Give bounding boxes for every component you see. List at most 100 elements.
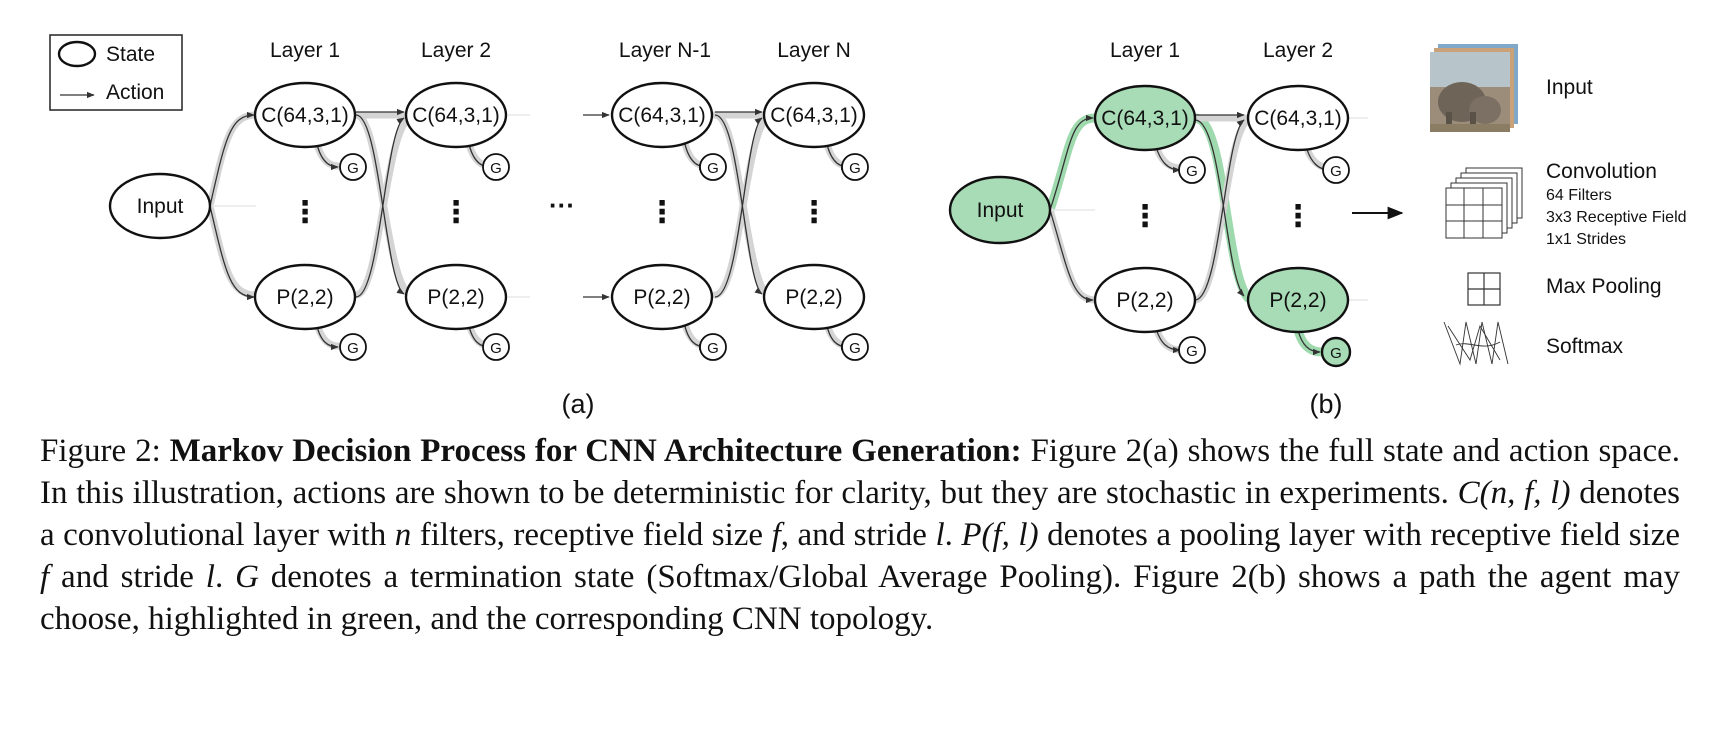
panel-b-input-state: Input <box>948 175 1052 245</box>
caption-figure-number: Figure 2: <box>40 433 161 469</box>
panel-a-layer-1-conv-state: C(64,3,1) <box>253 81 357 149</box>
caption-math-g: G <box>235 559 259 595</box>
panel-b-layer-2-title: Layer 2 <box>1263 39 1333 62</box>
caption-math-pool: P(f, l) <box>961 517 1039 553</box>
svg-text:G: G <box>707 340 719 357</box>
panel-b-layer-2-vdots: ⋮ <box>1283 200 1313 233</box>
panel-a-layer-n-1-conv-terminal: G <box>699 153 727 181</box>
svg-text:P(2,2): P(2,2) <box>633 286 690 309</box>
panel-a-layer-n-1-pool-terminal: G <box>699 333 727 361</box>
svg-text:G: G <box>490 160 502 177</box>
panel-a-layer-2-conv-state: C(64,3,1) <box>404 81 508 149</box>
panel-b-layer-2-pool-state: P(2,2) <box>1246 266 1350 334</box>
caption-text-1: Figure 2(a) shows the full state and act… <box>40 433 1680 511</box>
panel-a-layer-n-conv-terminal: G <box>841 153 869 181</box>
caption-math-f2: f <box>40 559 50 595</box>
panel-a-layer-1-conv-terminal: G <box>339 153 367 181</box>
mdp-figure: State Action Layer 1 Layer 2 Layer N-1 L… <box>49 34 1687 419</box>
svg-text:G: G <box>849 160 861 177</box>
caption-text-6: denotes a pooling layer with receptive f… <box>1047 517 1681 553</box>
svg-text:G: G <box>347 340 359 357</box>
panel-b: Layer 1 Layer 2 Input C(64,3,1) <box>948 39 1368 419</box>
caption-text-2: denotes a convolutional layer with <box>40 475 1681 553</box>
svg-text:P(2,2): P(2,2) <box>1116 289 1173 312</box>
topology-softmax-label: Softmax <box>1546 335 1624 358</box>
caption-math-n: n <box>394 517 412 553</box>
topology: Input Convolution 64 Filters 3x3 Recepti… <box>1430 44 1687 366</box>
caption-math-l2: l <box>205 559 215 595</box>
panel-b-layer-1-title: Layer 1 <box>1110 39 1180 62</box>
panel-a-layer-1-pool-state: P(2,2) <box>253 263 357 331</box>
svg-text:G: G <box>1186 163 1198 180</box>
panel-a-layer-n-1-vdots: ⋮ <box>647 196 677 229</box>
panel-a-layer-1-title: Layer 1 <box>270 39 340 62</box>
topology-conv-filters: 64 Filters <box>1546 187 1612 204</box>
svg-text:G: G <box>1330 163 1342 180</box>
legend-action-label: Action <box>106 81 164 104</box>
panel-b-layer-1-conv-terminal: G <box>1178 156 1206 184</box>
svg-text:P(2,2): P(2,2) <box>276 286 333 309</box>
svg-text:G: G <box>707 160 719 177</box>
legend: State Action <box>49 34 183 111</box>
legend-state-label: State <box>106 43 155 66</box>
caption-math-l: l <box>935 517 945 553</box>
panel-a-layer-n-1-title: Layer N-1 <box>619 39 711 62</box>
caption-title: Markov Decision Process for CNN Architec… <box>169 433 1022 469</box>
svg-text:C(64,3,1): C(64,3,1) <box>770 104 858 127</box>
panel-a-layer-2-conv-terminal: G <box>482 153 510 181</box>
topology-conv-strides: 1x1 Strides <box>1546 231 1626 248</box>
input-image-icon <box>1430 44 1518 132</box>
panel-b-layer-1-conv-state: C(64,3,1) <box>1093 84 1197 152</box>
panel-a-layer-n-vdots: ⋮ <box>799 196 829 229</box>
svg-text:G: G <box>1186 343 1198 360</box>
legend-state-icon <box>57 40 97 68</box>
panel-b-layer-1-vdots: ⋮ <box>1130 200 1160 233</box>
panel-a-layer-n-pool-terminal: G <box>841 333 869 361</box>
panel-b-layer-2-pool-terminal: G <box>1320 336 1352 368</box>
panel-a-label: (a) <box>562 389 595 419</box>
svg-text:G: G <box>347 160 359 177</box>
panel-a-layer-1-vdots: ⋮ <box>290 196 320 229</box>
svg-text:G: G <box>849 340 861 357</box>
panel-a-layer-1-pool-terminal: G <box>339 333 367 361</box>
topology-conv-title: Convolution <box>1546 160 1657 183</box>
panel-b-layer-1-pool-state: P(2,2) <box>1093 266 1197 334</box>
max-pooling-icon <box>1467 272 1501 306</box>
svg-text:C(64,3,1): C(64,3,1) <box>412 104 500 127</box>
caption-math-f: f <box>771 517 781 553</box>
panel-a-layer-n-title: Layer N <box>777 39 851 62</box>
panel-b-layer-2-conv-terminal: G <box>1322 156 1350 184</box>
svg-text:C(64,3,1): C(64,3,1) <box>1254 107 1342 130</box>
panel-a-layer-2-title: Layer 2 <box>421 39 491 62</box>
svg-text:G: G <box>1330 345 1342 362</box>
panel-b-label: (b) <box>1310 389 1343 419</box>
figure-caption: Figure 2: Markov Decision Process for CN… <box>40 430 1680 640</box>
panel-a-layer-2-pool-state: P(2,2) <box>404 263 508 331</box>
svg-text:P(2,2): P(2,2) <box>785 286 842 309</box>
caption-math-conv: C(n, f, l) <box>1457 475 1571 511</box>
panel-a-layer-n-1-conv-state: C(64,3,1) <box>610 81 714 149</box>
panel-b-layer-1-pool-terminal: G <box>1178 336 1206 364</box>
svg-text:C(64,3,1): C(64,3,1) <box>261 104 349 127</box>
panel-a-layer-2-pool-terminal: G <box>482 333 510 361</box>
topology-pool-label: Max Pooling <box>1546 275 1662 298</box>
panel-a-layer-2-vdots: ⋮ <box>441 196 471 229</box>
panel-a-layer-n-conv-state: C(64,3,1) <box>762 81 866 149</box>
panel-a-hdots: ··· <box>549 190 575 220</box>
svg-text:P(2,2): P(2,2) <box>1269 289 1326 312</box>
panel-a: Layer 1 Layer 2 Layer N-1 Layer N <box>108 39 869 419</box>
topology-input-label: Input <box>1546 76 1593 99</box>
convolution-filters-icon <box>1445 167 1523 239</box>
caption-text-3: filters, receptive field size <box>419 517 764 553</box>
topology-conv-field: 3x3 Receptive Field <box>1546 209 1687 226</box>
caption-text-8: . <box>214 559 224 595</box>
svg-text:P(2,2): P(2,2) <box>427 286 484 309</box>
caption-text-9: denotes a termination state (Softmax/Glo… <box>40 559 1680 637</box>
svg-text:G: G <box>490 340 502 357</box>
panel-a-input-state: Input <box>108 172 212 240</box>
svg-text:C(64,3,1): C(64,3,1) <box>1101 107 1189 130</box>
caption-text-5: . <box>944 517 953 553</box>
svg-text:Input: Input <box>137 195 184 218</box>
svg-text:C(64,3,1): C(64,3,1) <box>618 104 706 127</box>
panel-a-layer-n-1-pool-state: P(2,2) <box>610 263 714 331</box>
